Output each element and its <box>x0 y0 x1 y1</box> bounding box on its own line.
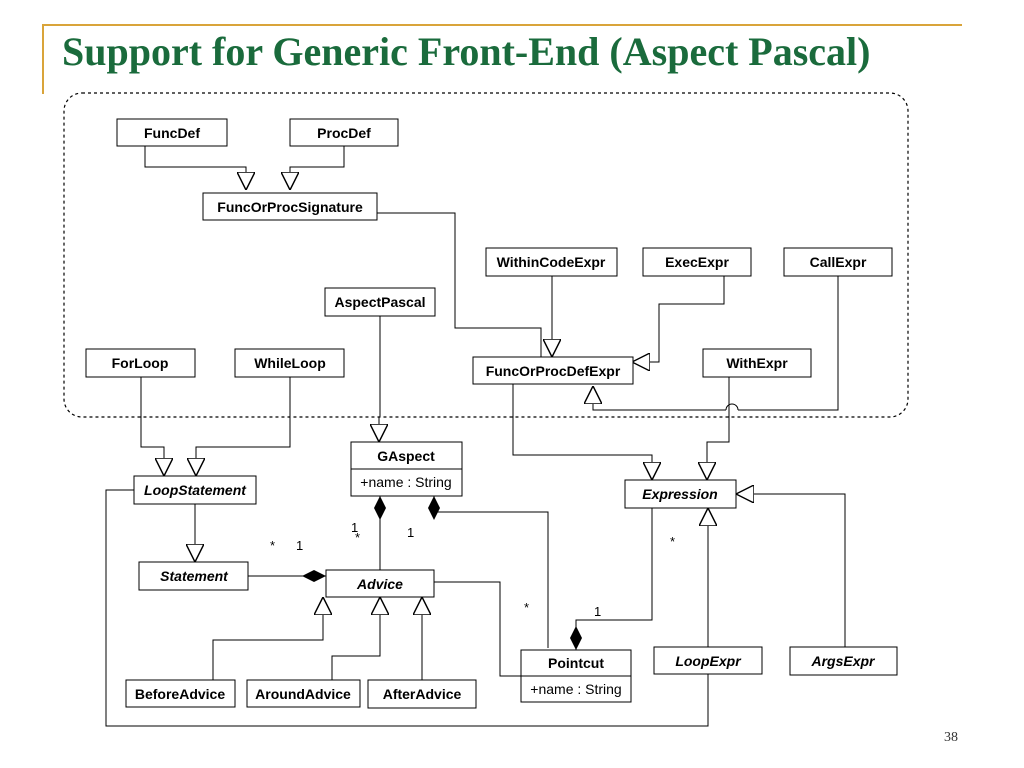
svg-text:LoopStatement: LoopStatement <box>144 482 247 498</box>
class-pointcut: Pointcut +name : String <box>520 649 632 703</box>
class-afteradvice: AfterAdvice <box>367 679 477 709</box>
aspect-pascal-package <box>63 92 909 418</box>
slide-title: Support for Generic Front-End (Aspect Pa… <box>62 29 871 74</box>
svg-text:Advice: Advice <box>356 576 403 592</box>
svg-text:FuncDef: FuncDef <box>144 125 200 141</box>
class-procdef: ProcDef <box>289 118 399 147</box>
title-accent-horizontal <box>42 24 962 26</box>
class-loopexpr: LoopExpr <box>653 646 763 675</box>
class-withexpr: WithExpr <box>702 348 812 378</box>
mult-pointcut-one: 1 <box>594 604 601 619</box>
svg-text:GAspect: GAspect <box>377 448 435 464</box>
class-funcorprocsignature: FuncOrProcSignature <box>202 192 378 221</box>
class-funcdef: FuncDef <box>116 118 228 147</box>
mult-pointcut-star: * <box>524 600 529 615</box>
class-loopstatement: LoopStatement <box>133 475 257 505</box>
class-gaspect: GAspect +name : String <box>350 441 463 497</box>
svg-text:WhileLoop: WhileLoop <box>254 355 326 371</box>
svg-text:CallExpr: CallExpr <box>810 254 867 270</box>
svg-text:ArgsExpr: ArgsExpr <box>810 653 876 669</box>
svg-text:+name : String: +name : String <box>360 474 451 490</box>
class-forloop: ForLoop <box>85 348 196 378</box>
mult-statement-one: 1 <box>296 538 303 553</box>
class-withincodeexpr: WithinCodeExpr <box>485 247 618 277</box>
svg-text:ExecExpr: ExecExpr <box>665 254 729 270</box>
mult-gaspect-one-b: 1 <box>407 525 414 540</box>
class-beforeadvice: BeforeAdvice <box>125 679 236 708</box>
class-expression: Expression <box>624 479 737 509</box>
class-execexpr: ExecExpr <box>642 247 752 277</box>
svg-text:LoopExpr: LoopExpr <box>675 653 742 669</box>
class-aspectpascal: AspectPascal <box>324 287 436 317</box>
svg-text:Expression: Expression <box>642 486 717 502</box>
class-whileloop: WhileLoop <box>234 348 345 378</box>
svg-text:+name : String: +name : String <box>530 681 621 697</box>
mult-gaspect-one-a: 1 <box>351 520 358 535</box>
mult-advice-star: * <box>355 530 360 545</box>
svg-text:FuncOrProcSignature: FuncOrProcSignature <box>217 199 363 215</box>
class-argsexpr: ArgsExpr <box>789 646 898 676</box>
svg-text:Pointcut: Pointcut <box>548 655 604 671</box>
svg-text:AfterAdvice: AfterAdvice <box>383 686 462 702</box>
class-callexpr: CallExpr <box>783 247 893 277</box>
title-accent-vertical <box>42 24 44 94</box>
svg-text:WithExpr: WithExpr <box>726 355 788 371</box>
svg-text:ForLoop: ForLoop <box>112 355 169 371</box>
mult-statement-star: * <box>270 538 275 553</box>
svg-text:BeforeAdvice: BeforeAdvice <box>135 686 225 702</box>
svg-text:AroundAdvice: AroundAdvice <box>255 686 351 702</box>
svg-text:FuncOrProcDefExpr: FuncOrProcDefExpr <box>486 363 621 379</box>
svg-text:AspectPascal: AspectPascal <box>334 294 425 310</box>
svg-text:WithinCodeExpr: WithinCodeExpr <box>497 254 606 270</box>
class-advice: Advice <box>325 569 435 598</box>
mult-expression-star: * <box>670 534 675 549</box>
connectors <box>105 146 846 727</box>
class-statement: Statement <box>138 561 249 591</box>
svg-text:ProcDef: ProcDef <box>317 125 371 141</box>
class-aroundadvice: AroundAdvice <box>246 679 361 708</box>
svg-text:Statement: Statement <box>160 568 229 584</box>
slide-number: 38 <box>944 730 958 745</box>
class-funcorprocdefexpr: FuncOrProcDefExpr <box>472 356 634 385</box>
